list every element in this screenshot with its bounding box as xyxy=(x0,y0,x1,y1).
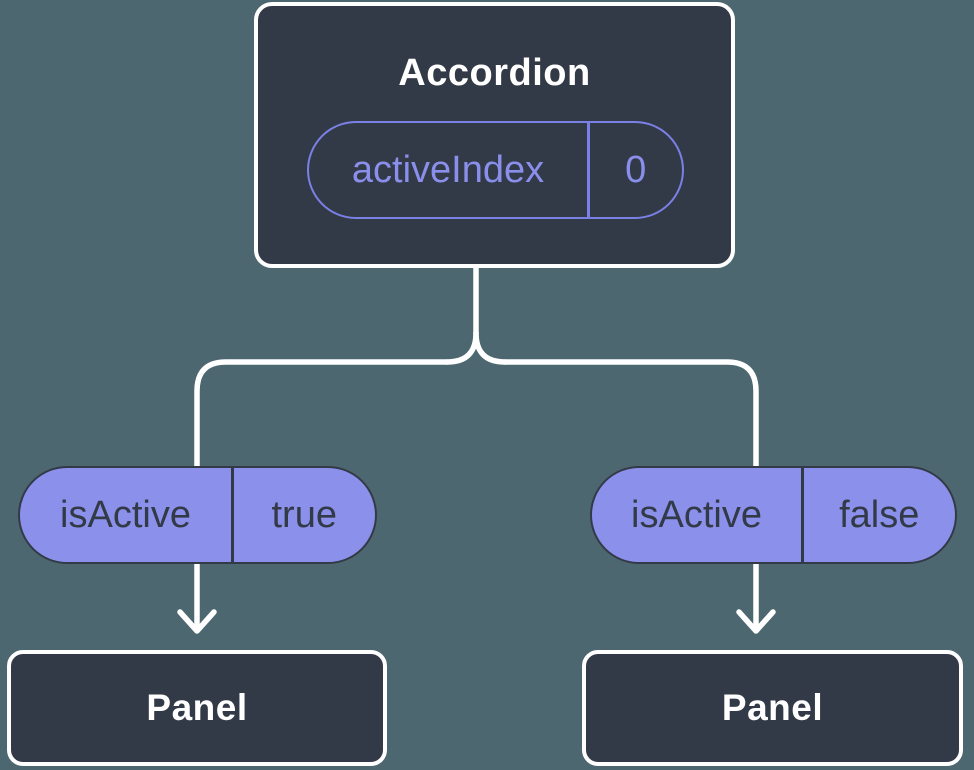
is-active-true-pill: isActive true xyxy=(18,466,377,564)
panel-node-title: Panel xyxy=(146,687,248,728)
pill-divider xyxy=(231,468,234,562)
connector-flare-left xyxy=(444,330,479,365)
connector-branch-right xyxy=(502,359,759,631)
arrow-down-icon xyxy=(736,609,776,634)
prop-name-label: activeIndex xyxy=(351,148,545,191)
accordion-node-title: Accordion xyxy=(398,52,591,94)
arrow-down-icon xyxy=(177,609,217,634)
state-value-label: false xyxy=(839,493,920,536)
connector-flare-right xyxy=(473,330,508,365)
state-name-label: isActive xyxy=(631,493,762,536)
panel-node: Panel xyxy=(582,650,963,766)
state-name-label: isActive xyxy=(60,493,191,536)
pill-divider xyxy=(587,123,590,217)
prop-value-label: 0 xyxy=(625,148,647,191)
pill-divider xyxy=(801,468,804,562)
accordion-node: Accordion activeIndex 0 xyxy=(254,2,735,268)
panel-node: Panel xyxy=(7,650,387,766)
is-active-false-pill: isActive false xyxy=(590,466,957,564)
connector-branch-left xyxy=(194,359,450,631)
active-index-pill: activeIndex 0 xyxy=(307,121,684,219)
state-value-label: true xyxy=(271,493,337,536)
panel-node-title: Panel xyxy=(721,687,824,728)
